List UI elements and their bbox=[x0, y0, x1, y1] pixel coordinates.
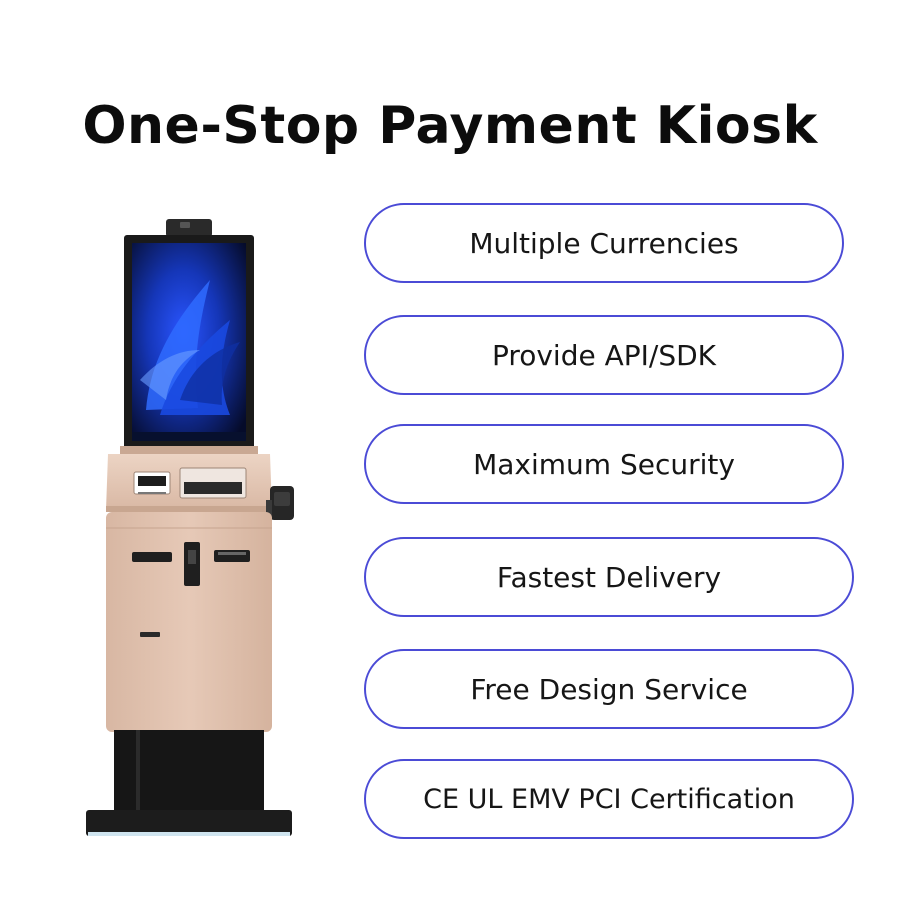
page-title: One-Stop Payment Kiosk bbox=[82, 95, 818, 156]
kiosk-pedestal bbox=[86, 730, 292, 836]
kiosk-upper-panel bbox=[106, 454, 272, 512]
feature-pill-provide-api-sdk: Provide API/SDK bbox=[364, 315, 844, 395]
kiosk-image bbox=[86, 219, 294, 836]
card-terminal bbox=[266, 486, 294, 520]
kiosk-screen bbox=[124, 235, 254, 449]
camera-module bbox=[166, 219, 212, 237]
kiosk-illustration bbox=[80, 210, 330, 850]
feature-pill-multiple-currencies: Multiple Currencies bbox=[364, 203, 844, 283]
feature-pill-certification: CE UL EMV PCI Certification bbox=[364, 759, 854, 839]
feature-pill-free-design-service: Free Design Service bbox=[364, 649, 854, 729]
feature-pill-maximum-security: Maximum Security bbox=[364, 424, 844, 504]
feature-pill-fastest-delivery: Fastest Delivery bbox=[364, 537, 854, 617]
kiosk-body bbox=[106, 512, 272, 732]
